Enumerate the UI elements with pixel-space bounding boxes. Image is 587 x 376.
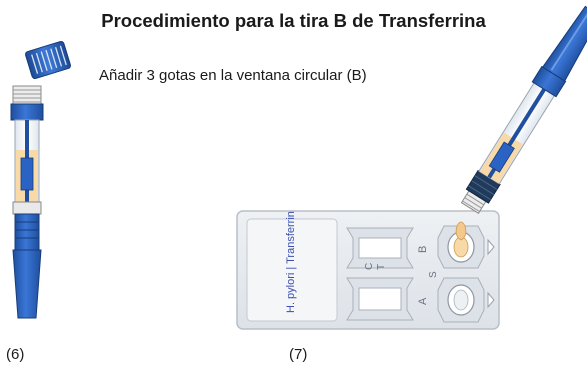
label-window-a: A [417, 297, 429, 305]
collection-tube-icon [10, 85, 44, 319]
test-cassette-icon: H. pylori | Transferrin C T B A S [236, 210, 500, 330]
label-window-b: B [417, 246, 429, 253]
step-label-6: (6) [6, 346, 25, 363]
label-line-t: T [376, 264, 387, 270]
label-line-c: C [364, 263, 375, 270]
drop-icon [455, 221, 467, 241]
cassette-brand-text: H. pylori | Transferrin [285, 211, 297, 313]
cap-icon [25, 41, 71, 79]
step-label-7: (7) [289, 346, 308, 363]
instruction-text: Añadir 3 gotas en la ventana circular (B… [99, 67, 367, 84]
label-sample-well: S [428, 271, 439, 278]
page-title: Procedimiento para la tira B de Transfer… [101, 10, 486, 31]
dropper-tube-icon [460, 5, 587, 214]
